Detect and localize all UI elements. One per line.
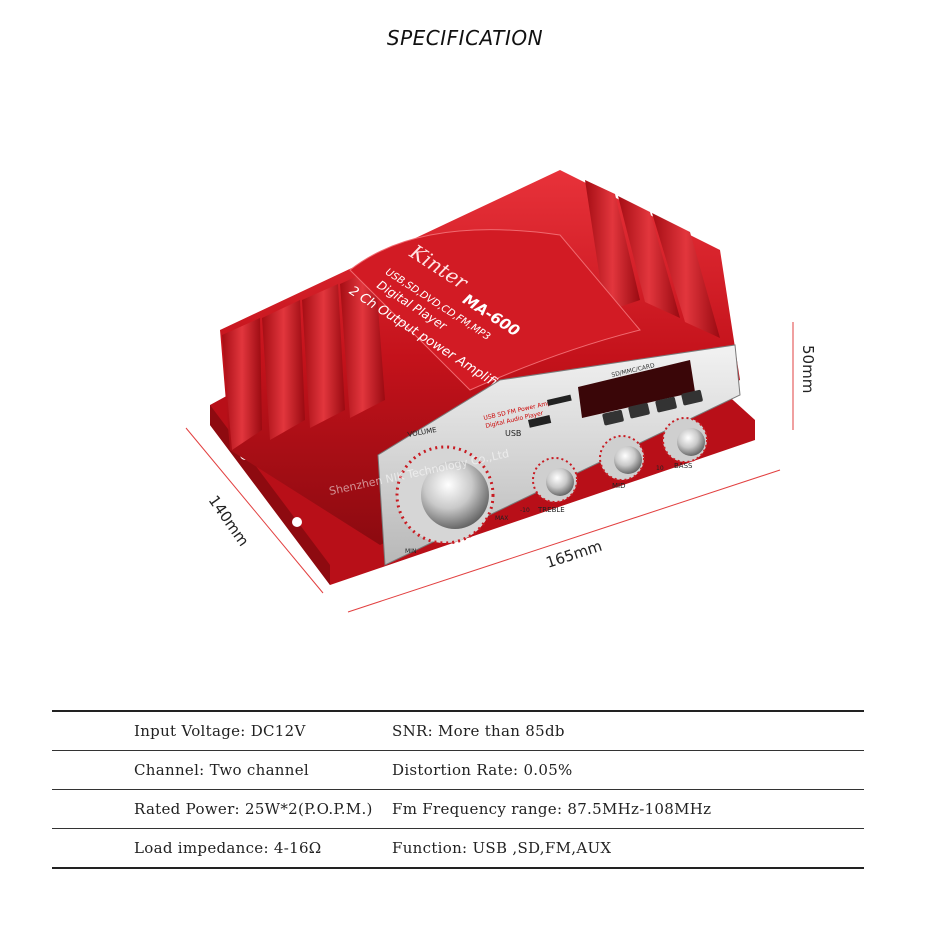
usb-label: USB: [505, 429, 521, 438]
heatsink-fins: [222, 180, 720, 450]
treble-label: TREBLE: [537, 506, 565, 514]
table-row: Channel: Two channel Distortion Rate: 0.…: [52, 751, 864, 790]
amplifier-illustration: Kinter MA-600 USB,SD,DVD,CD,FM,MP3 Digit…: [185, 170, 817, 613]
mid-label: MID: [612, 482, 626, 490]
min-label: MIN: [405, 548, 416, 555]
spec-fm-frequency: Fm Frequency range: 87.5MHz-108MHz: [392, 800, 712, 818]
spec-function: Function: USB ,SD,FM,AUX: [392, 839, 612, 857]
spec-input-voltage: Input Voltage: DC12V: [134, 722, 306, 740]
width-label: 165mm: [544, 537, 605, 572]
spec-snr: SNR: More than 85db: [392, 722, 565, 740]
led-display: [578, 360, 695, 418]
sd-slot[interactable]: [547, 394, 572, 406]
bass-knob[interactable]: [677, 428, 705, 456]
table-row: Rated Power: 25W*2(P.O.P.M.) Fm Frequenc…: [52, 790, 864, 829]
bass-label: BASS: [674, 462, 693, 470]
mode-button[interactable]: [681, 389, 703, 406]
treble-min-label: -10: [520, 507, 530, 514]
next-button[interactable]: [655, 396, 677, 413]
spec-channel: Channel: Two channel: [134, 761, 310, 779]
depth-label: 140mm: [205, 492, 253, 550]
height-label: 50mm: [799, 345, 817, 393]
prev-button[interactable]: [602, 409, 624, 426]
spec-load-impedance: Load impedance: 4-16Ω: [134, 839, 322, 857]
control-buttons: [602, 389, 703, 426]
volume-knob[interactable]: [421, 461, 489, 529]
play-pause-button[interactable]: [628, 402, 650, 419]
depth-dimension-line: [185, 427, 324, 594]
mid-knob[interactable]: [614, 446, 642, 474]
treble-knob[interactable]: [546, 468, 574, 496]
page-title: SPECIFICATION: [386, 26, 544, 50]
table-row: Input Voltage: DC12V SNR: More than 85db: [52, 712, 864, 751]
usb-port[interactable]: [527, 415, 552, 428]
table-row: Load impedance: 4-16Ω Function: USB ,SD,…: [52, 829, 864, 869]
dimension-lines: [185, 322, 794, 613]
spec-distortion-rate: Distortion Rate: 0.05%: [392, 761, 573, 779]
bass-max-label: 10: [656, 465, 664, 472]
width-dimension-line: [347, 469, 781, 613]
spec-table: Input Voltage: DC12V SNR: More than 85db…: [52, 710, 864, 869]
spec-rated-power: Rated Power: 25W*2(P.O.P.M.): [134, 800, 373, 818]
amplifier-body: Kinter MA-600 USB,SD,DVD,CD,FM,MP3 Digit…: [220, 170, 740, 545]
max-label: MAX: [495, 515, 508, 522]
